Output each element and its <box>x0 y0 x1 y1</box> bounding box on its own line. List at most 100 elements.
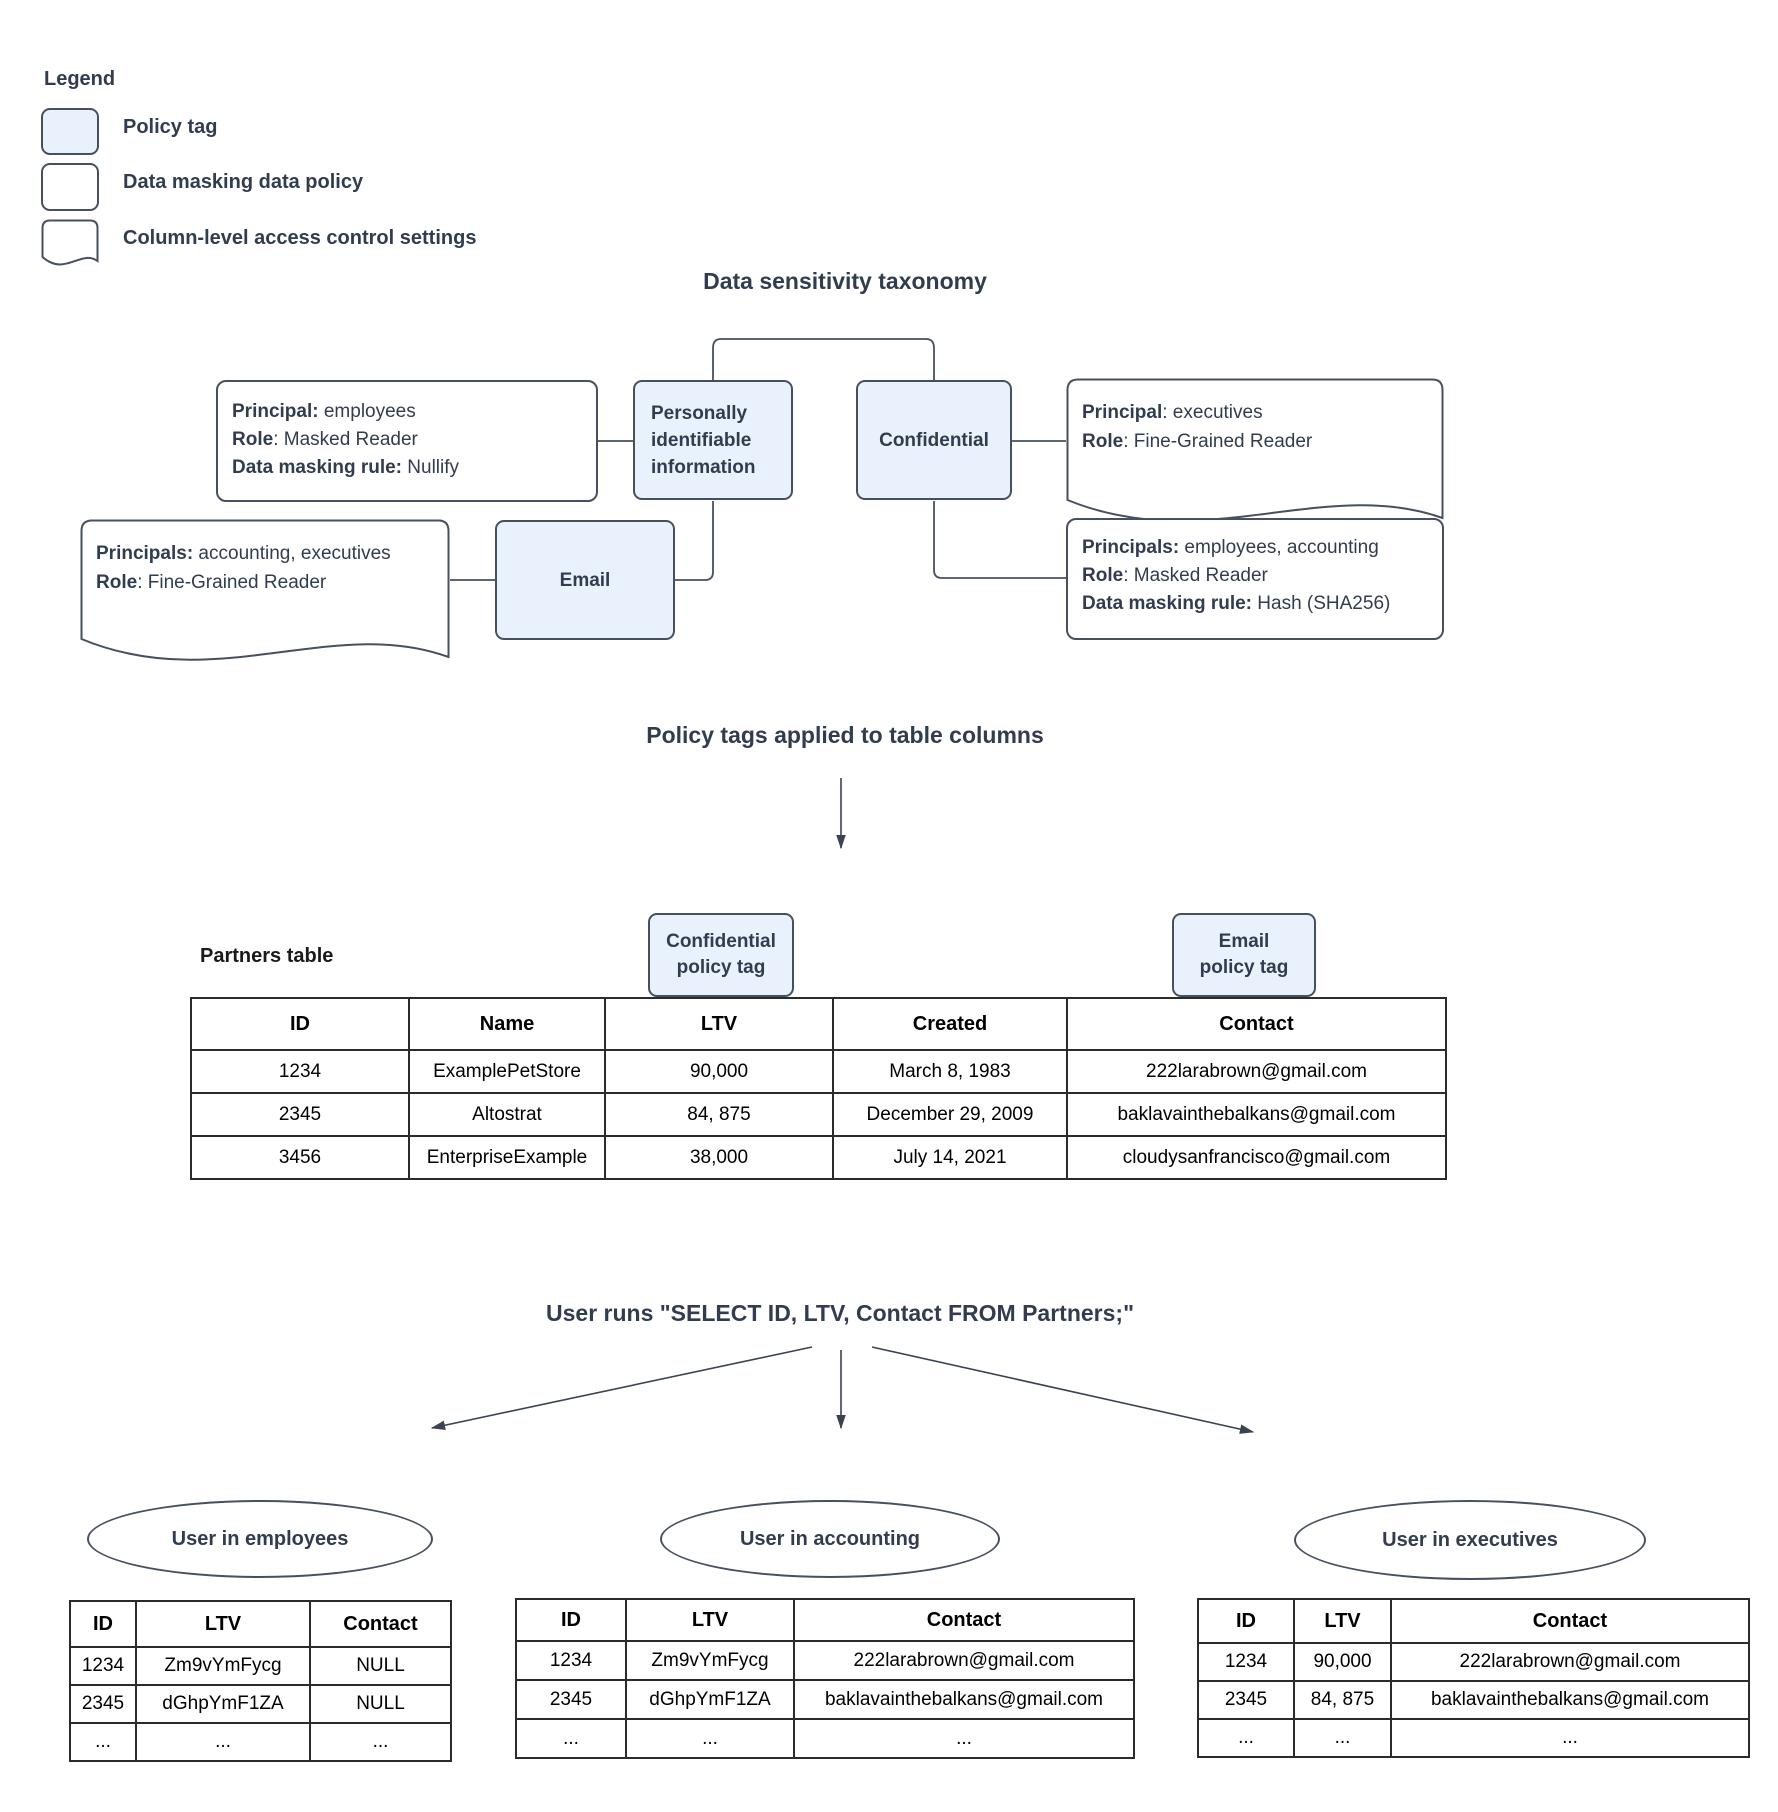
table-cell: cloudysanfrancisco@gmail.com <box>1066 1135 1447 1180</box>
user-in-accounting-ellipse: User in accounting <box>660 1500 1000 1578</box>
table-cell: 2345 <box>69 1684 137 1724</box>
table-header-row: ID LTV Contact <box>515 1598 1135 1642</box>
connector-confidential-hash <box>933 501 1066 579</box>
table-cell: 2345 <box>515 1679 627 1720</box>
table-cell: ... <box>625 1718 795 1759</box>
legend-access-control-label: Column-level access control settings <box>123 227 477 249</box>
ellipse-label: User in executives <box>1382 1528 1558 1551</box>
table-cell: baklavainthebalkans@gmail.com <box>1066 1092 1447 1137</box>
partners-table: ID Name LTV Created Contact 1234 Example… <box>190 997 1447 1180</box>
table-row: 1234 90,000 222larabrown@gmail.com <box>1197 1642 1750 1682</box>
header-cell: LTV <box>625 1598 795 1642</box>
table-cell: 222larabrown@gmail.com <box>1066 1049 1447 1094</box>
table-cell: Zm9vYmFycg <box>625 1640 795 1681</box>
taxonomy-title: Data sensitivity taxonomy <box>703 268 987 294</box>
table-row: ... ... ... <box>1197 1718 1750 1758</box>
hash-masking-policy-box: Principals: employees, accounting Role: … <box>1066 518 1444 640</box>
table-cell: ... <box>135 1722 311 1762</box>
table-cell: dGhpYmF1ZA <box>625 1679 795 1720</box>
header-cell: ID <box>515 1598 627 1642</box>
table-cell: 2345 <box>190 1092 410 1137</box>
table-cell: ... <box>1293 1718 1392 1758</box>
table-cell: July 14, 2021 <box>832 1135 1068 1180</box>
table-cell: ... <box>515 1718 627 1759</box>
connector-email-pii <box>675 501 714 581</box>
partners-table-label: Partners table <box>200 945 334 967</box>
table-row: 2345 84, 875 baklavainthebalkans@gmail.c… <box>1197 1680 1750 1720</box>
query-title: User runs "SELECT ID, LTV, Contact FROM … <box>546 1300 1134 1326</box>
table-cell: NULL <box>309 1684 452 1724</box>
table-cell: 38,000 <box>604 1135 834 1180</box>
table-cell: ExamplePetStore <box>408 1049 606 1094</box>
table-cell: ... <box>309 1722 452 1762</box>
header-cell: Contact <box>1390 1598 1750 1644</box>
table-cell: Zm9vYmFycg <box>135 1646 311 1686</box>
table-header-row: ID LTV Contact <box>69 1600 452 1648</box>
executives-access-control-box: Principal: executives Role: Fine-Grained… <box>1066 378 1444 532</box>
user-in-employees-ellipse: User in employees <box>87 1500 433 1578</box>
table-cell: ... <box>1197 1718 1295 1758</box>
header-cell: Contact <box>309 1600 452 1648</box>
access-control-swatch <box>41 219 99 275</box>
header-cell: Contact <box>1066 997 1447 1051</box>
table-row: 1234 Zm9vYmFycg NULL <box>69 1646 452 1686</box>
table-cell: 1234 <box>515 1640 627 1681</box>
table-cell: 1234 <box>1197 1642 1295 1682</box>
table-row: 2345 dGhpYmF1ZA NULL <box>69 1684 452 1724</box>
table-cell: December 29, 2009 <box>832 1092 1068 1137</box>
table-row: 2345 Altostrat 84, 875 December 29, 2009… <box>190 1092 1447 1137</box>
table-cell: 84, 875 <box>1293 1680 1392 1720</box>
ellipse-label: User in employees <box>171 1527 349 1550</box>
table-cell: 222larabrown@gmail.com <box>793 1640 1135 1681</box>
table-cell: ... <box>69 1722 137 1762</box>
table-cell: ... <box>1390 1718 1750 1758</box>
table-cell: Altostrat <box>408 1092 606 1137</box>
table-cell: 2345 <box>1197 1680 1295 1720</box>
legend-title: Legend <box>44 68 116 90</box>
legend-data-policy-label: Data masking data policy <box>123 171 364 193</box>
table-cell: 90,000 <box>604 1049 834 1094</box>
header-cell: LTV <box>1293 1598 1392 1644</box>
table-cell: 222larabrown@gmail.com <box>1390 1642 1750 1682</box>
confidential-policy-tag: Confidential <box>856 380 1012 500</box>
nullify-masking-policy-box: Principal: employees Role: Masked Reader… <box>216 380 598 502</box>
email-policy-tag: Email <box>495 520 675 640</box>
table-header-row: ID LTV Contact <box>1197 1598 1750 1644</box>
table-cell: baklavainthebalkans@gmail.com <box>1390 1680 1750 1720</box>
table-cell: 90,000 <box>1293 1642 1392 1682</box>
table-cell: EnterpriseExample <box>408 1135 606 1180</box>
table-row: ... ... ... <box>69 1722 452 1762</box>
data-policy-swatch <box>41 163 99 211</box>
header-cell: Created <box>832 997 1068 1051</box>
table-cell: 3456 <box>190 1135 410 1180</box>
accounting-access-control-box: Principals: accounting, executives Role:… <box>80 519 450 671</box>
arrow-result-right <box>871 1346 1255 1434</box>
arrow-result-left <box>430 1346 813 1430</box>
confidential-policy-tag-chip: Confidential policy tag <box>648 913 794 997</box>
header-cell: LTV <box>604 997 834 1051</box>
table-cell: NULL <box>309 1646 452 1686</box>
ellipse-label: User in accounting <box>739 1527 921 1550</box>
header-cell: Contact <box>793 1598 1135 1642</box>
pii-policy-tag: Personally identifiable information <box>633 380 793 500</box>
table-row: 1234 ExamplePetStore 90,000 March 8, 198… <box>190 1049 1447 1094</box>
connector-taxonomy-top <box>712 338 935 380</box>
table-row: 1234 Zm9vYmFycg 222larabrown@gmail.com <box>515 1640 1135 1681</box>
table-row: 2345 dGhpYmF1ZA baklavainthebalkans@gmai… <box>515 1679 1135 1720</box>
table-cell: March 8, 1983 <box>832 1049 1068 1094</box>
accounting-result-table: ID LTV Contact 1234 Zm9vYmFycg 222larabr… <box>515 1598 1135 1759</box>
table-cell: ... <box>793 1718 1135 1759</box>
table-cell: 84, 875 <box>604 1092 834 1137</box>
user-in-executives-ellipse: User in executives <box>1294 1500 1646 1580</box>
table-cell: baklavainthebalkans@gmail.com <box>793 1679 1135 1720</box>
header-cell: ID <box>69 1600 137 1648</box>
table-row: ... ... ... <box>515 1718 1135 1759</box>
email-policy-tag-chip: Email policy tag <box>1172 913 1316 997</box>
header-cell: ID <box>190 997 410 1051</box>
table-cell: 1234 <box>190 1049 410 1094</box>
table-header-row: ID Name LTV Created Contact <box>190 997 1447 1051</box>
policy-tag-swatch <box>41 108 99 155</box>
header-cell: Name <box>408 997 606 1051</box>
employees-result-table: ID LTV Contact 1234 Zm9vYmFycg NULL 2345… <box>69 1600 452 1762</box>
